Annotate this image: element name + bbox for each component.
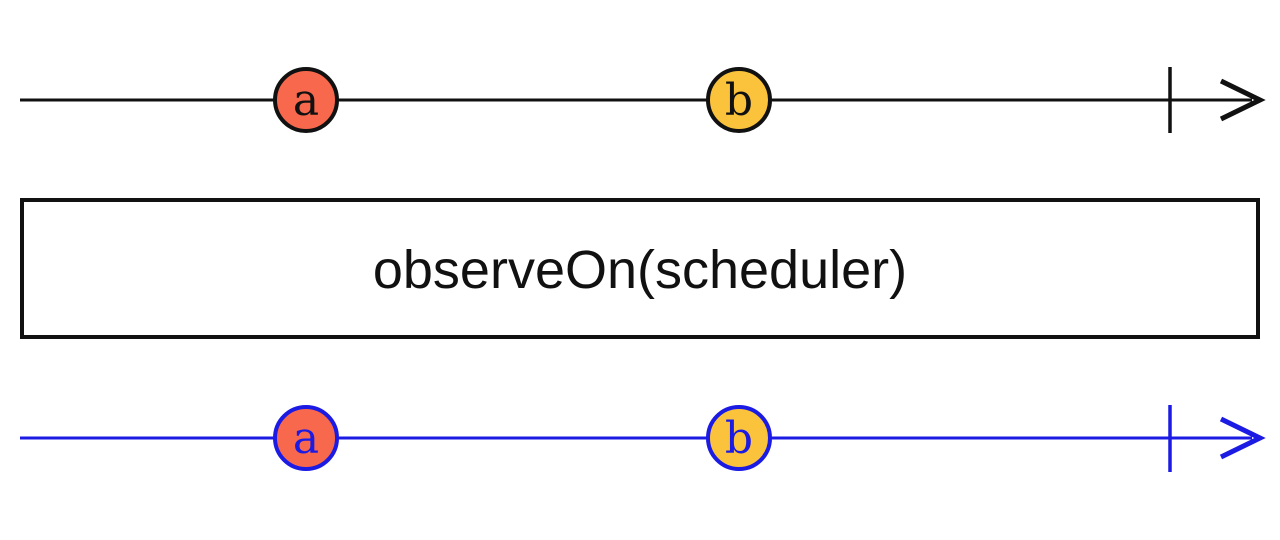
input-marble-b xyxy=(706,67,772,133)
output-marble-a xyxy=(273,405,339,471)
output-marble-a-label: a xyxy=(293,413,319,464)
input-stream: a b xyxy=(20,67,1266,133)
operator-box-rect xyxy=(20,198,1260,339)
output-marble-b xyxy=(706,405,772,471)
output-stream: a b xyxy=(20,405,1266,472)
operator-box: observeOn(scheduler) xyxy=(20,198,1260,339)
input-arrowhead-icon xyxy=(1219,78,1266,122)
output-marble-b-label: b xyxy=(725,413,753,464)
input-marble-a xyxy=(273,67,339,133)
input-marble-b-label: b xyxy=(725,75,753,126)
output-arrowhead-icon xyxy=(1219,416,1266,460)
input-marble-a-label: a xyxy=(293,75,319,126)
operator-label: observeOn(scheduler) xyxy=(373,240,907,300)
